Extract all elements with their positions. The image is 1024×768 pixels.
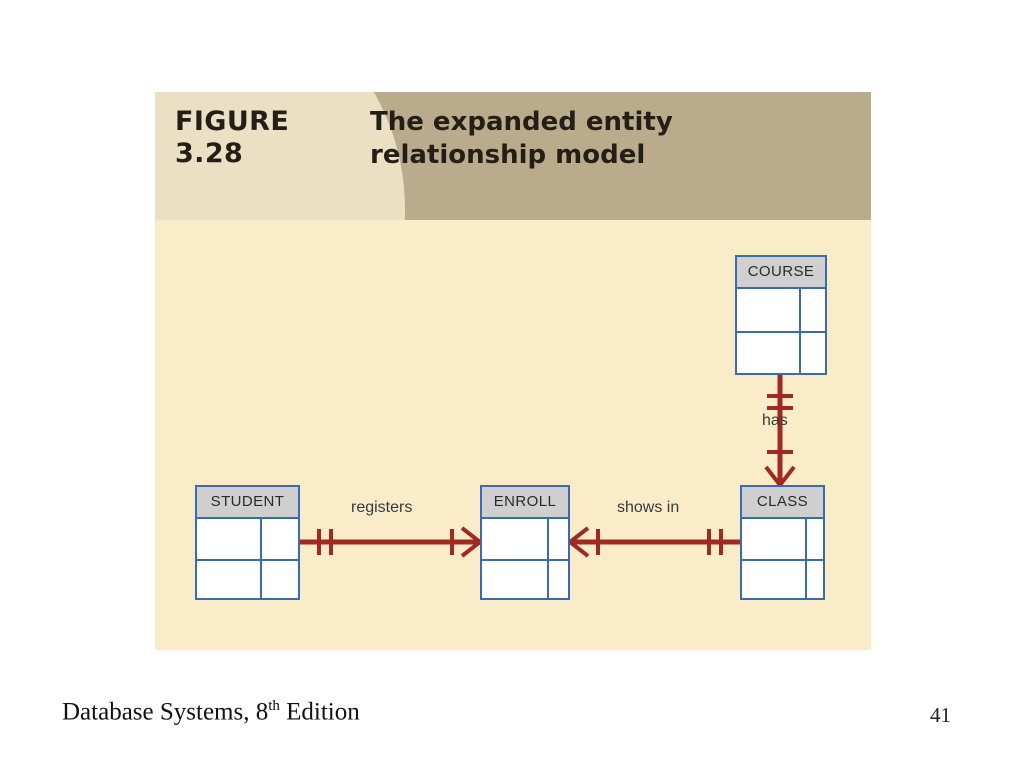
erd-connectors	[300, 375, 796, 558]
entity-course-title: COURSE	[737, 257, 825, 289]
shows-in-enroll-crow-bottom	[568, 540, 590, 558]
entity-class[interactable]: CLASS	[740, 485, 825, 600]
entity-class-attributes	[742, 519, 823, 598]
relationship-label-shows-in: shows in	[617, 499, 680, 516]
entity-course[interactable]: COURSE	[735, 255, 827, 375]
registers-enroll-crow-bottom	[460, 540, 482, 558]
figure-label: FIGURE 3.28	[175, 106, 365, 170]
entity-student[interactable]: STUDENT	[195, 485, 300, 600]
relationship-label-registers: registers	[351, 499, 413, 516]
entity-course-column-divider	[798, 289, 801, 373]
figure-header-band: FIGURE 3.28 The expanded entity relation…	[155, 92, 871, 220]
entity-student-title: STUDENT	[197, 487, 298, 519]
entity-enroll[interactable]: ENROLL	[480, 485, 570, 600]
slide-page-number: 41	[930, 703, 951, 727]
entity-class-column-divider	[805, 519, 808, 598]
has-class-crow-right	[778, 465, 796, 487]
figure-title-line-1: The expanded entity	[370, 107, 673, 137]
registers-enroll-crow-top	[460, 526, 482, 544]
entity-enroll-column-divider	[547, 519, 550, 598]
slide-footer-text: Database Systems, 8th Edition	[62, 698, 360, 726]
figure-title-line-2: relationship model	[370, 140, 646, 170]
figure-number: 3.28	[175, 138, 244, 169]
entity-class-title: CLASS	[742, 487, 823, 519]
figure-panel: FIGURE 3.28 The expanded entity relation…	[155, 92, 871, 650]
entity-course-row-divider	[737, 331, 825, 333]
has-class-crow-left	[764, 465, 782, 487]
entity-student-column-divider	[259, 519, 262, 598]
entity-class-row-divider	[742, 558, 823, 561]
relationship-label-has: has	[762, 412, 788, 429]
figure-title: The expanded entity relationship model	[370, 106, 840, 172]
entity-enroll-attributes	[482, 519, 568, 598]
entity-course-attributes	[737, 289, 825, 373]
footer-superscript: th	[268, 698, 280, 714]
entity-enroll-title: ENROLL	[482, 487, 568, 519]
entity-student-attributes	[197, 519, 298, 598]
header-cream-lobe	[155, 92, 405, 220]
shows-in-enroll-crow-top	[568, 526, 590, 544]
erd-canvas: registers shows in has STUDENT ENROLL CL…	[155, 220, 871, 650]
footer-text-before: Database Systems, 8	[62, 698, 269, 726]
entity-student-row-divider	[197, 558, 298, 561]
footer-text-after: Edition	[279, 698, 360, 726]
entity-enroll-row-divider	[482, 558, 568, 561]
figure-label-word: FIGURE	[175, 106, 290, 137]
